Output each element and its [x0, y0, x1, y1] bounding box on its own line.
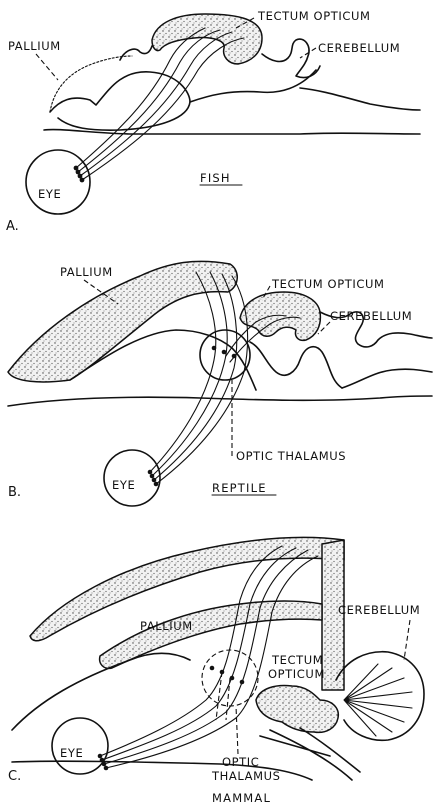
mammal-tectum [256, 686, 338, 733]
reptile-eye-label: EYE [112, 478, 135, 492]
fish-eye-label: EYE [38, 187, 61, 201]
panel-reptile: EYE PALLIUM TECTUM OPTICUM CEREBELLUM OP… [8, 261, 432, 506]
reptile-thalamus-label: OPTIC THALAMUS [236, 449, 346, 463]
mammal-retina-dot [98, 754, 103, 759]
mammal-eye-label: EYE [60, 746, 83, 760]
fish-tectum-label: TECTUM OPTICUM [257, 9, 371, 23]
reptile-thalamus-dot [222, 350, 227, 355]
mammal-panel-letter: C. [8, 769, 21, 784]
reptile-tectum-label: TECTUM OPTICUM [271, 277, 385, 291]
fish-eye [26, 150, 90, 214]
reptile-midbrain [250, 342, 342, 388]
panel-mammal: EYE PALLIUM CEREBELLUM TECTUM OPTICUM OP… [8, 537, 424, 805]
reptile-pallium [8, 261, 237, 382]
mammal-title: MAMMAL [212, 791, 271, 805]
fish-retina-dot [80, 178, 85, 183]
mammal-cerebellum [336, 652, 424, 741]
reptile-retina-dot [152, 478, 157, 483]
reptile-retina-dot [154, 482, 159, 487]
reptile-panel-letter: B. [8, 485, 21, 500]
mammal-retina-dot [104, 766, 109, 771]
reptile-thalamus-dot [212, 346, 217, 351]
fish-title: FISH [200, 171, 231, 185]
mammal-cerebellum-label: CEREBELLUM [338, 603, 420, 617]
reptile-hindbrain [342, 369, 432, 388]
fish-panel-letter: A. [6, 219, 19, 234]
reptile-thalamus-dot [232, 354, 237, 359]
mammal-cerebellum-leader [404, 620, 410, 660]
mammal-thalamus-dot [210, 666, 215, 671]
panel-fish: EYE TECTUM OPTICUM PALLIUM CEREBELLUM FI… [6, 9, 420, 234]
mammal-pallium-label: PALLIUM [140, 619, 193, 633]
mammal-thalamus-dot [220, 670, 225, 675]
mammal-thalamus-leader [236, 706, 238, 754]
reptile-thalamus [200, 330, 250, 380]
reptile-title: REPTILE [212, 481, 267, 495]
reptile-cerebellum-label: CEREBELLUM [330, 309, 412, 323]
reptile-pallium-label: PALLIUM [60, 265, 113, 279]
mammal-thalamus-dot [240, 680, 245, 685]
mammal-tectum-label-1: TECTUM [271, 653, 323, 667]
fish-pallium [50, 56, 132, 112]
fish-pallium-leader [36, 54, 58, 80]
fish-pallium-label: PALLIUM [8, 39, 61, 53]
reptile-brain-floor [8, 396, 432, 406]
fish-hindbrain [300, 88, 420, 110]
mammal-thalamus-dot [230, 676, 235, 681]
fish-tectum [152, 14, 262, 64]
fish-cerebellum [262, 39, 320, 77]
reptile-retina-dot [150, 474, 155, 479]
mammal-thalamus-label-2: THALAMUS [211, 769, 281, 783]
mammal-tectum-label-2: OPTICUM [268, 667, 325, 681]
fish-cerebellum-label: CEREBELLUM [318, 41, 400, 55]
reptile-retina-dot [148, 470, 153, 475]
mammal-thalamus-label-1: OPTIC [222, 755, 259, 769]
reptile-tectum [240, 292, 320, 340]
